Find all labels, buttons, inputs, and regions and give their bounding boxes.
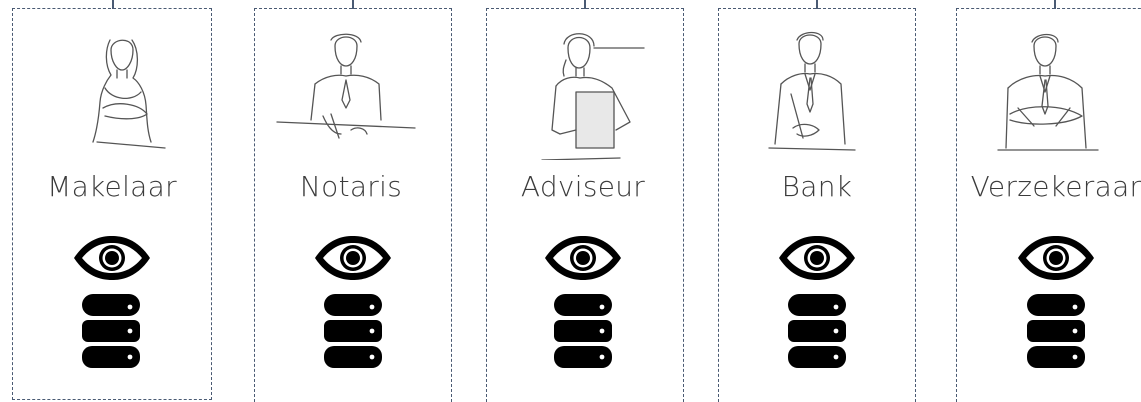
connector-tick (112, 0, 114, 9)
database-icon (788, 294, 846, 368)
woman-arms-crossed-illustration (47, 30, 197, 160)
actor-label-bank: Bank (781, 170, 853, 203)
database-icon (82, 294, 140, 368)
connector-tick (352, 0, 354, 9)
eye-icon (313, 234, 393, 282)
database-icon (1027, 294, 1085, 368)
eye-icon (777, 234, 857, 282)
connector-tick (584, 0, 586, 9)
woman-on-phone-illustration (520, 30, 670, 160)
actor-label-adviseur: Adviseur (520, 170, 646, 203)
man-writing-illustration (275, 30, 425, 160)
database-icon (324, 294, 382, 368)
database-icon (554, 294, 612, 368)
eye-icon (543, 234, 623, 282)
column-box-verzekeraar (956, 8, 1141, 402)
man-handshake-illustration (745, 30, 895, 160)
eye-icon (72, 234, 152, 282)
actor-label-makelaar: Makelaar (47, 170, 177, 203)
actor-label-notaris: Notaris (299, 170, 403, 203)
connector-tick (1054, 0, 1056, 9)
eye-icon (1016, 234, 1096, 282)
man-arms-crossed-illustration (978, 30, 1128, 160)
connector-tick (816, 0, 818, 9)
actor-label-verzekeraar: Verzekeraar (970, 170, 1141, 203)
